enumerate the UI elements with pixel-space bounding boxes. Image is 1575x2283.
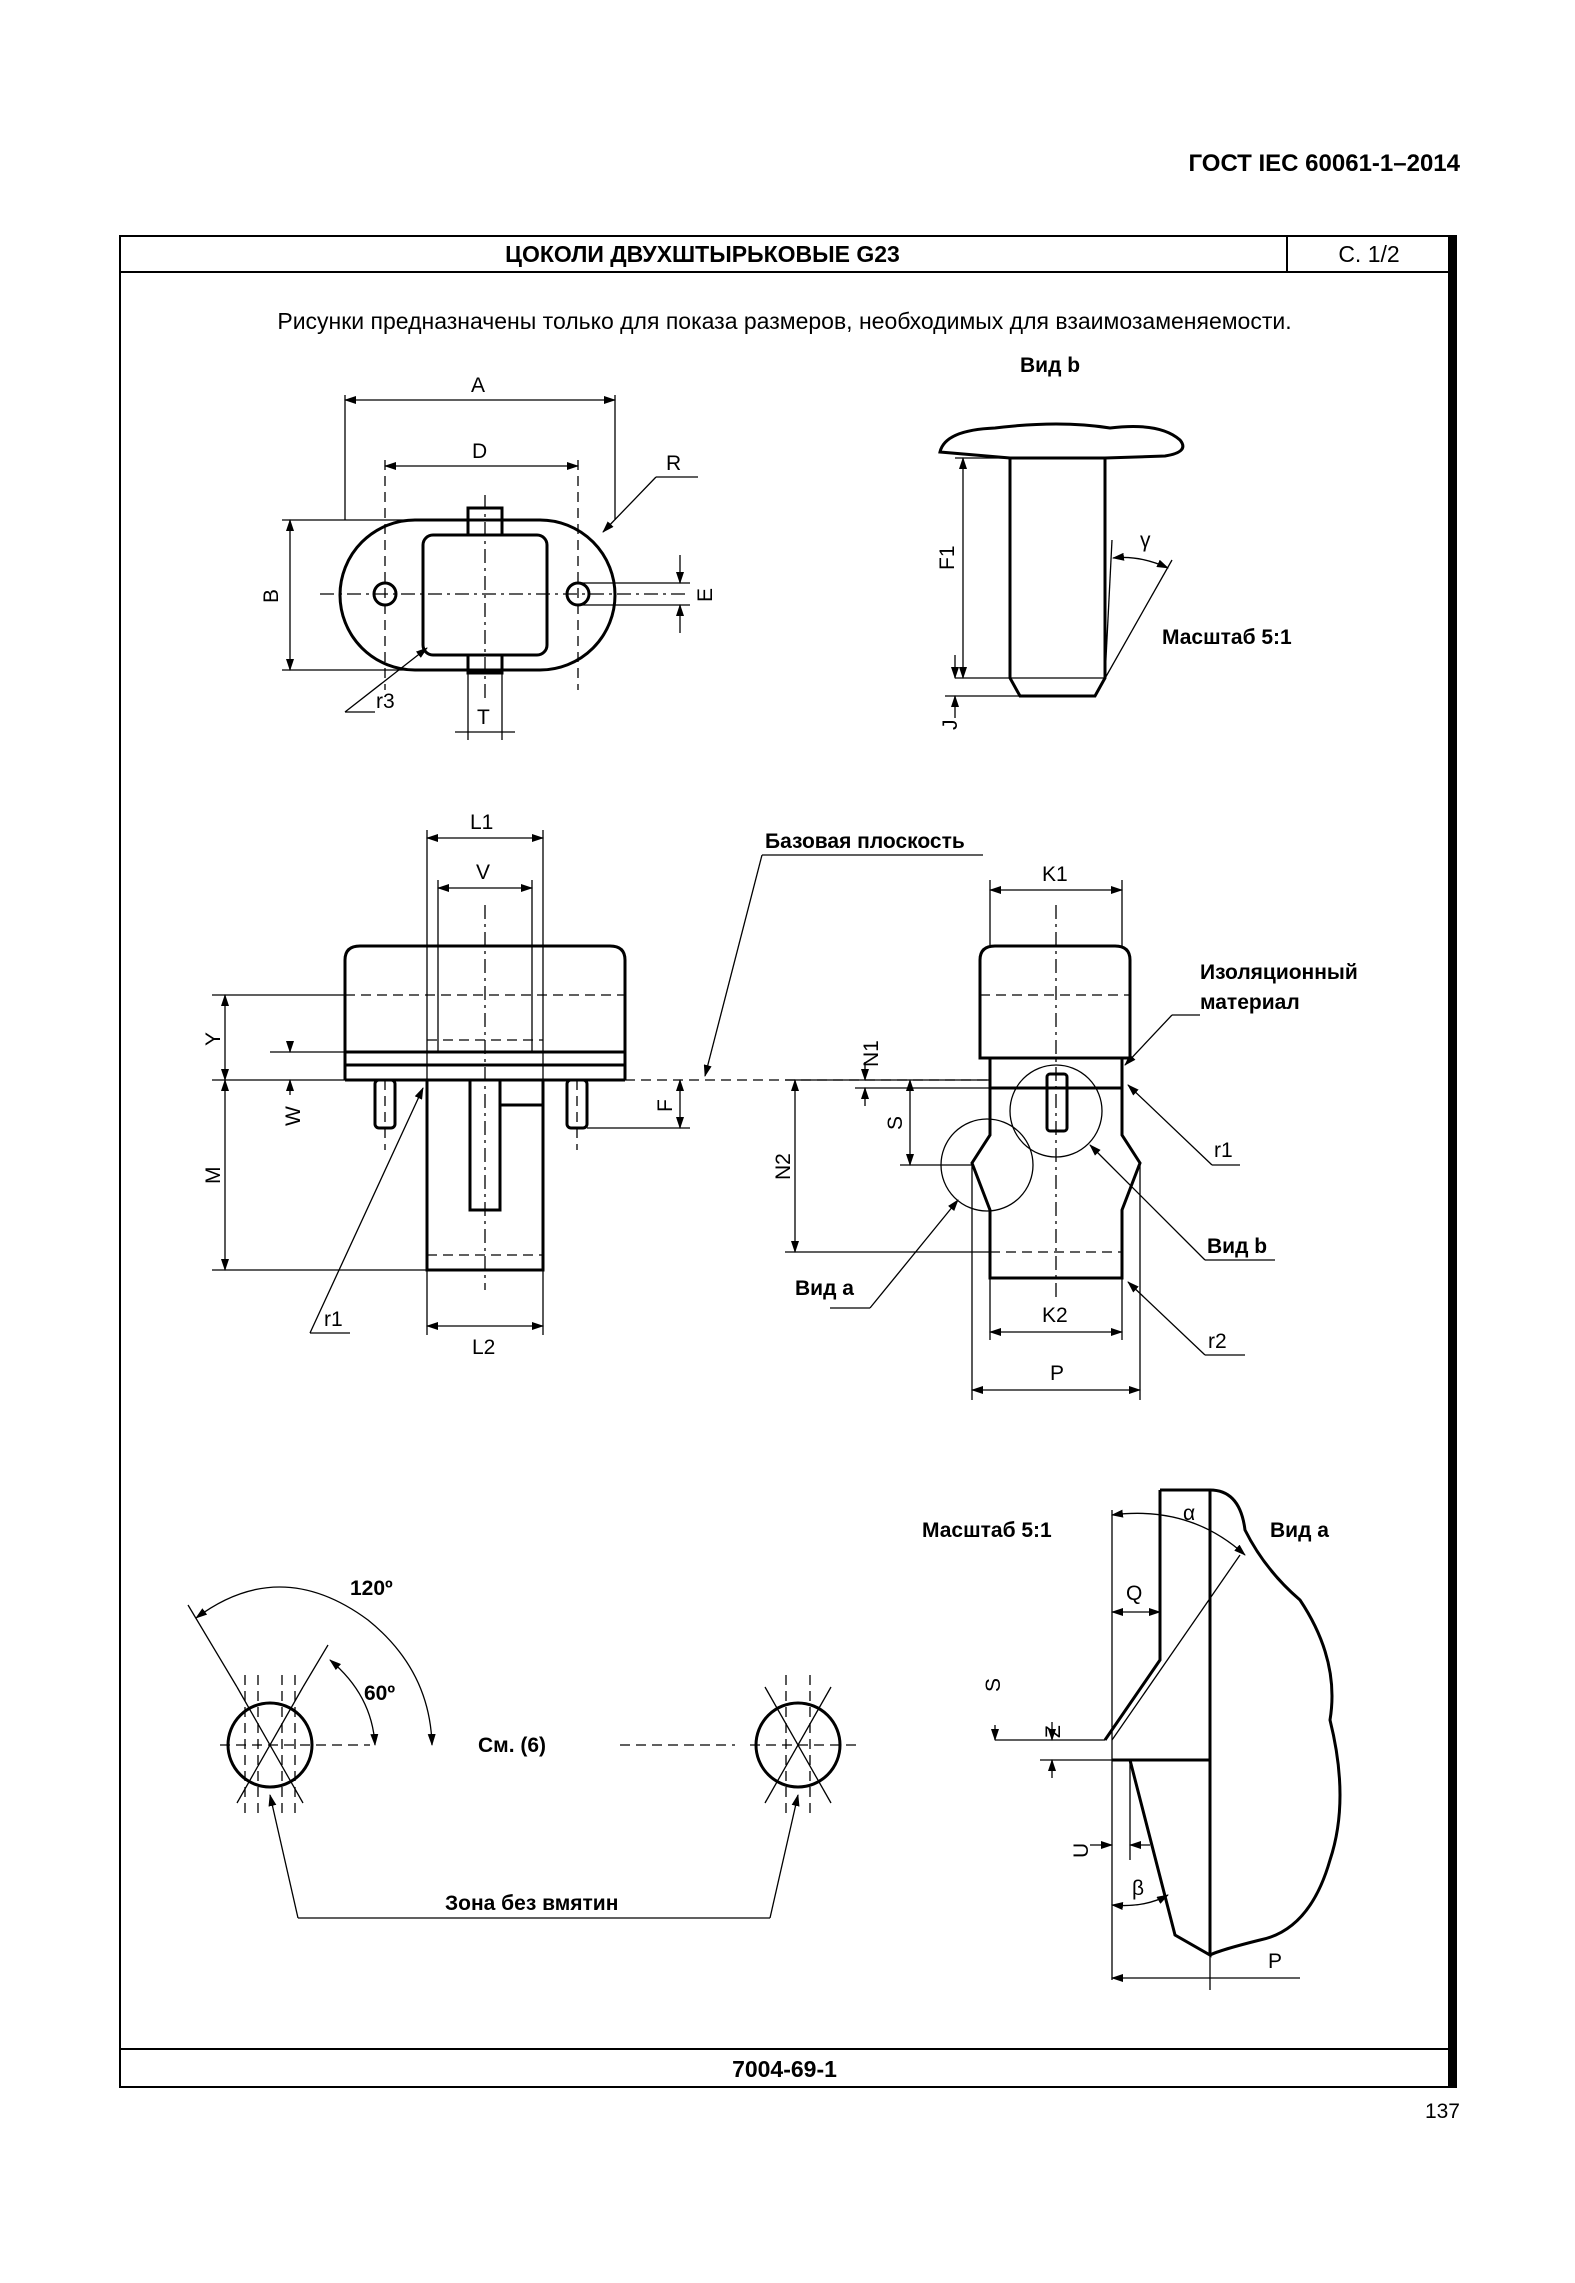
top-view: A D R B E r3 T [260, 374, 717, 740]
dim-S-label: S [884, 1116, 907, 1130]
dim-gamma-label: γ [1140, 529, 1151, 552]
side-view-housing [978, 944, 1132, 1060]
insulating-material-label-2: материал [1200, 991, 1300, 1014]
view-a-detail: Масштаб 5:1 Вид а α Q S Z U β P [922, 1488, 1342, 1990]
dim-D-label: D [472, 440, 487, 463]
top-view-oval-body [338, 518, 617, 672]
insulating-material-label-1: Изоляционный [1200, 961, 1358, 984]
front-view: L1 V Y W M F L2 r1 [202, 811, 690, 1359]
view-b-detail: Вид b F1 J γ Масштаб 5:1 [936, 354, 1292, 730]
angle-120-arc [195, 1586, 436, 1746]
no-dent-leader-right [769, 1794, 800, 1919]
view-a-profile [1103, 1490, 1212, 1958]
dim-P-view-a-label: P [1268, 1950, 1282, 1973]
dim-N2-label: N2 [772, 1153, 795, 1180]
dim-U-label: U [1070, 1843, 1093, 1858]
dim-J-label: J [939, 720, 962, 731]
view-b-title: Вид b [1020, 354, 1080, 377]
dim-S-view-a-label: S [982, 1678, 1005, 1692]
view-b-gamma-arc [1112, 552, 1169, 569]
side-view: K1 N1 S N2 K2 P Изоляционный материал r1 [772, 863, 1358, 1400]
dim-P-label: P [1050, 1362, 1064, 1385]
dim-F-label: F [654, 1099, 677, 1112]
view-b-label: Вид b [1207, 1235, 1267, 1258]
view-a-leader [869, 1199, 959, 1309]
view-a-scale: Масштаб 5:1 [922, 1519, 1052, 1542]
dim-r3-label: r3 [376, 690, 395, 713]
dim-T-label: T [477, 706, 490, 729]
sheet-page-indicator: С. 1/2 [1338, 241, 1400, 267]
no-dent-leader-left [268, 1794, 299, 1919]
dim-Q-label: Q [1126, 1582, 1142, 1605]
dim-Y-label: Y [202, 1032, 225, 1046]
dim-alpha-label: α [1183, 1502, 1195, 1525]
dim-F1-label: F1 [936, 545, 959, 570]
angle-120-label: 120º [350, 1577, 393, 1600]
page-number: 137 [1424, 2100, 1460, 2123]
view-b-pin-shaft [1008, 458, 1107, 698]
sheet-frame [119, 235, 1450, 2088]
title-row [119, 235, 1450, 273]
document-standard-id: ГОСТ IEC 60061-1–2014 [1188, 150, 1460, 177]
dim-A-label: A [471, 374, 485, 397]
view-b-pin-head [938, 422, 1185, 460]
dim-L1-label: L1 [470, 811, 493, 834]
no-dent-zone-label: Зона без вмятин [445, 1892, 618, 1915]
sheet-title: ЦОКОЛИ ДВУХШТЫРЬКОВЫЕ G23 [505, 241, 900, 267]
dim-N1-label: N1 [860, 1040, 883, 1067]
sheet-frame-side-bar [1450, 235, 1457, 2088]
angle-60-label: 60º [364, 1682, 395, 1705]
view-a-body-outline [1160, 1488, 1342, 1957]
angle-60-arc [329, 1659, 379, 1746]
title-row-divider [1286, 235, 1288, 273]
dim-beta-label: β [1132, 1877, 1144, 1900]
view-b-scale: Масштаб 5:1 [1162, 626, 1292, 649]
side-view-pin [1045, 1072, 1069, 1133]
sheet-notice: Рисунки предназначены только для показа … [277, 308, 1292, 334]
dim-K2-label: K2 [1042, 1304, 1068, 1327]
dim-r1-front-label: r1 [324, 1308, 343, 1331]
sheet-code: 7004-69-1 [732, 2056, 837, 2082]
see-note-label: См. (6) [478, 1734, 546, 1757]
view-a-title: Вид а [1270, 1519, 1329, 1542]
view-a-beta-arc [1111, 1894, 1169, 1910]
dim-r1-side-leader [1127, 1084, 1213, 1166]
dim-r1-side-label: r1 [1214, 1139, 1233, 1162]
view-a-label: Вид а [795, 1277, 854, 1300]
dim-Z-label: Z [1042, 1725, 1065, 1738]
front-view-housing [343, 944, 627, 1067]
dim-r2-leader [1127, 1281, 1206, 1356]
reference-plane-leader [703, 854, 763, 1077]
reference-plane-label: Базовая плоскость [765, 830, 965, 853]
dim-V-label: V [476, 861, 490, 884]
footer-divider [119, 2048, 1450, 2050]
dim-L2-label: L2 [472, 1336, 495, 1359]
dim-R-label: R [666, 452, 681, 475]
top-view-key-bottom [466, 653, 504, 675]
view-a-alpha-arc [1111, 1509, 1246, 1556]
dim-E-label: E [694, 588, 717, 602]
view-b-leader [1089, 1144, 1206, 1261]
insulating-material-leader [1124, 1014, 1173, 1066]
no-dent-zone-diagram: 120º 60º См. (6) Зона без вмятин [187, 1577, 860, 1919]
dim-K1-label: K1 [1042, 863, 1068, 886]
dim-M-label: M [202, 1167, 225, 1185]
dim-W-label: W [282, 1106, 305, 1126]
dim-r2-label: r2 [1208, 1330, 1227, 1353]
dim-B-label: B [260, 589, 283, 603]
